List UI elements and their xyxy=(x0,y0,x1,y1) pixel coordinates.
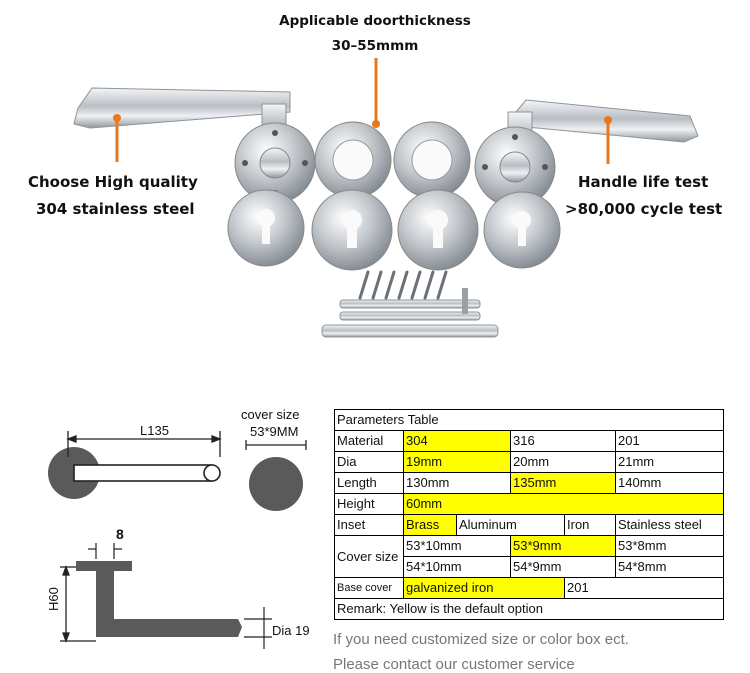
cover-size-option: 54*8mm xyxy=(615,556,724,578)
material-option: 316 xyxy=(510,430,616,452)
round-cover-2 xyxy=(393,121,471,199)
quality-callout-line1: Choose High quality xyxy=(28,173,198,191)
screws xyxy=(358,270,448,300)
base-cover-option-default: galvanized iron xyxy=(403,577,565,599)
callout-dot-top xyxy=(372,120,380,128)
length-option-default: 135mm xyxy=(510,472,616,494)
dia-option-default: 19mm xyxy=(403,451,511,473)
table-row: Height 60mm xyxy=(334,493,724,515)
custom-note-line1: If you need customized size or color box… xyxy=(333,631,629,648)
dia-option: 21mm xyxy=(615,451,724,473)
life-test-callout-line1: Handle life test xyxy=(578,173,709,191)
door-thickness-title: Applicable doorthickness xyxy=(279,13,471,29)
length-label: L135 xyxy=(140,423,169,438)
row-label-inset: Inset xyxy=(334,514,404,536)
table-remark: Remark: Yellow is the default option xyxy=(334,598,724,620)
row-label-dia: Dia xyxy=(334,451,404,473)
spindle-bar xyxy=(321,324,499,338)
row-label-material: Material xyxy=(334,430,404,452)
table-title: Parameters Table xyxy=(334,409,724,431)
long-bolts xyxy=(339,288,481,321)
material-option: 201 xyxy=(615,430,724,452)
cover-size-option: 54*9mm xyxy=(510,556,616,578)
inset-option-default: Brass xyxy=(403,514,457,536)
quality-callout-line2: 304 stainless steel xyxy=(36,200,195,218)
height-dimension xyxy=(60,565,96,643)
table-row: Remark: Yellow is the default option xyxy=(334,598,724,620)
keyhole-cover-2 xyxy=(311,189,393,271)
inset-option: Iron xyxy=(564,514,616,536)
table-row: 54*10mm 54*9mm 54*8mm xyxy=(335,556,724,578)
table-row: Dia 19mm 20mm 21mm xyxy=(334,451,724,473)
dia-option: 20mm xyxy=(510,451,616,473)
length-dimension xyxy=(66,431,222,457)
callout-lines xyxy=(115,58,610,164)
product-photo xyxy=(73,58,699,338)
table-row: Base cover galvanized iron 201 xyxy=(334,577,724,599)
table-row: Parameters Table xyxy=(334,409,724,431)
cover-size-label: cover size xyxy=(241,407,300,422)
base-cover-option: 201 xyxy=(564,577,724,599)
dia-label: Dia 19 xyxy=(272,623,310,638)
length-option: 130mm xyxy=(403,472,511,494)
material-option-default: 304 xyxy=(403,430,511,452)
table-row: Length 130mm 135mm 140mm xyxy=(334,472,724,494)
callout-dot-left xyxy=(113,114,121,122)
keyhole-cover-3 xyxy=(397,189,479,271)
row-label-base-cover: Base cover xyxy=(334,577,404,599)
inset-option: Stainless steel xyxy=(615,514,724,536)
door-thickness-range: 30–55mmm xyxy=(331,38,419,54)
left-rose xyxy=(234,122,316,204)
cover-size-value: 53*9MM xyxy=(250,424,298,439)
row-label-cover-size: Cover size xyxy=(334,535,404,578)
technical-drawing: L135 cover size 53*9MM 8 H60 Dia 19 xyxy=(46,407,310,649)
custom-note-line2: Please contact our customer service xyxy=(333,656,575,673)
handle-side-view xyxy=(76,561,242,637)
parameters-table: Parameters Table Material 304 316 201 Di… xyxy=(334,409,724,620)
row-label-height: Height xyxy=(334,493,404,515)
dia-dimension xyxy=(244,607,272,649)
inset-option: Aluminum xyxy=(456,514,565,536)
life-test-callout-line2: >80,000 cycle test xyxy=(565,200,723,218)
cover-size-option-default: 53*9mm xyxy=(510,535,616,557)
height-label: H60 xyxy=(46,587,61,611)
callout-dot-right xyxy=(604,116,612,124)
table-row: Cover size 53*10mm 53*9mm 53*8mm xyxy=(334,535,724,578)
cover-size-option: 53*8mm xyxy=(615,535,724,557)
keyhole-cover-4 xyxy=(483,191,561,269)
table-row: Material 304 316 201 xyxy=(334,430,724,452)
cover-size-option: 53*10mm xyxy=(403,535,511,557)
handle-top-view xyxy=(48,447,221,499)
cover-circle xyxy=(249,457,303,511)
table-row: Inset Brass Aluminum Iron Stainless stee… xyxy=(334,514,724,536)
cover-dimension xyxy=(245,440,307,450)
row-label-length: Length xyxy=(334,472,404,494)
length-option: 140mm xyxy=(615,472,724,494)
keyhole-cover-1 xyxy=(227,189,305,267)
width-dimension xyxy=(88,543,122,559)
height-option-default: 60mm xyxy=(403,493,724,515)
width-label: 8 xyxy=(116,526,124,542)
round-cover-1 xyxy=(314,121,392,199)
cover-size-option: 54*10mm xyxy=(403,556,511,578)
